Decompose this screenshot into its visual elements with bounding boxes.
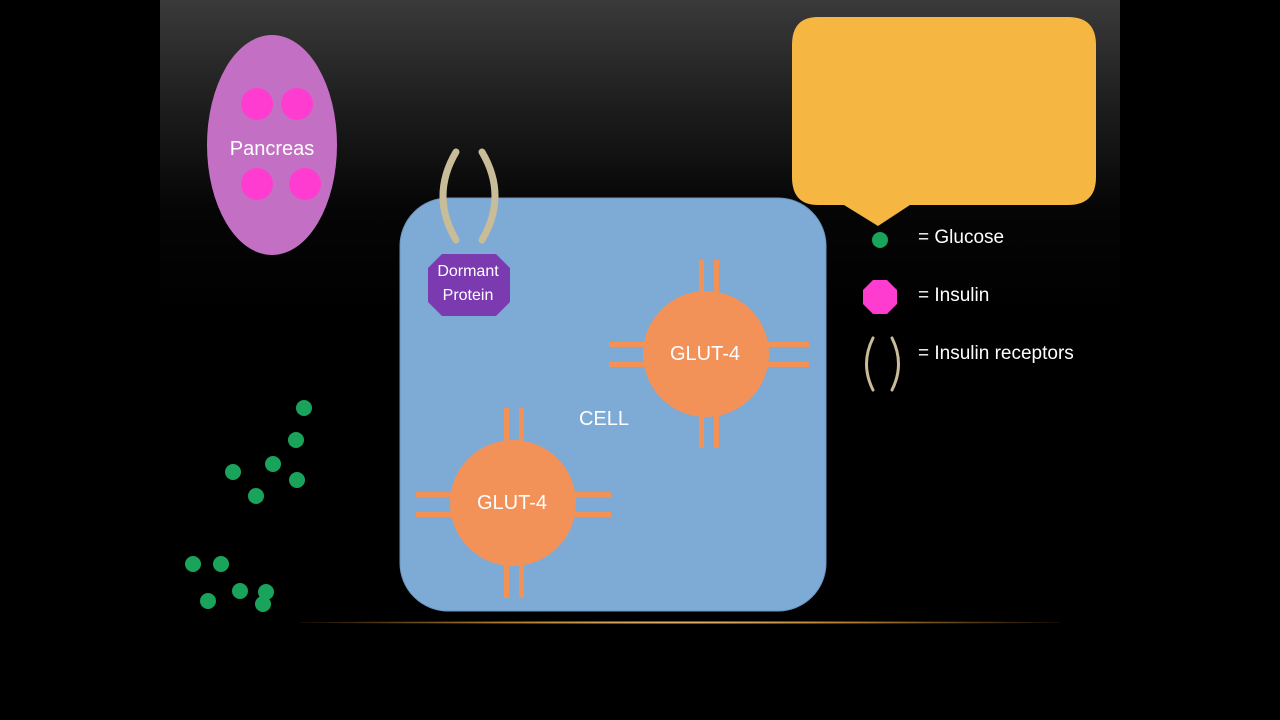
legend-receptor-label: = Insulin receptors bbox=[918, 343, 1074, 364]
left-letterbox bbox=[0, 0, 160, 720]
insulin-receptor bbox=[439, 148, 499, 244]
slide: Pancreas CELL GLUT-4 GLUT-4 Dormant Prot… bbox=[160, 0, 1120, 720]
right-letterbox bbox=[1120, 0, 1280, 720]
diagram-canvas bbox=[185, 17, 1096, 612]
dormant-protein-label: Dormant Protein bbox=[437, 263, 499, 304]
glucose-icon bbox=[213, 556, 229, 572]
glucose-icon bbox=[288, 432, 304, 448]
legend-glucose-label: = Glucose bbox=[918, 227, 1005, 248]
pancreas-insulin-group bbox=[241, 88, 321, 200]
legend-insulin-label: = Insulin bbox=[918, 285, 990, 306]
glucose-icon bbox=[248, 488, 264, 504]
glucose-icon bbox=[225, 464, 241, 480]
glucose-icon bbox=[232, 583, 248, 599]
glucose-icon bbox=[185, 556, 201, 572]
glucose-icon bbox=[200, 593, 216, 609]
insulin-receptor-icon bbox=[865, 336, 900, 392]
pancreas-label: Pancreas bbox=[229, 138, 315, 160]
cell-label: CELL bbox=[578, 408, 630, 430]
glucose-icon bbox=[255, 596, 271, 612]
glut4-transporter bbox=[416, 408, 611, 598]
insulin-icon bbox=[289, 168, 321, 200]
glut4-label: GLUT-4 bbox=[669, 343, 741, 365]
glucose-icon bbox=[296, 400, 312, 416]
glut4-transporter bbox=[609, 260, 809, 448]
insulin-icon bbox=[241, 168, 273, 200]
glut4-label: GLUT-4 bbox=[476, 492, 548, 514]
glucose-icon bbox=[872, 232, 888, 248]
glucose-icon bbox=[265, 456, 281, 472]
speech-bubble bbox=[792, 17, 1096, 226]
insulin-icon bbox=[863, 280, 897, 314]
dormant-protein bbox=[428, 254, 510, 316]
glucose-icon bbox=[289, 472, 305, 488]
insulin-icon bbox=[241, 88, 273, 120]
insulin-icon bbox=[281, 88, 313, 120]
glucose-icon bbox=[258, 584, 274, 600]
floor-glow bbox=[300, 621, 1060, 624]
glucose-group bbox=[185, 400, 312, 612]
